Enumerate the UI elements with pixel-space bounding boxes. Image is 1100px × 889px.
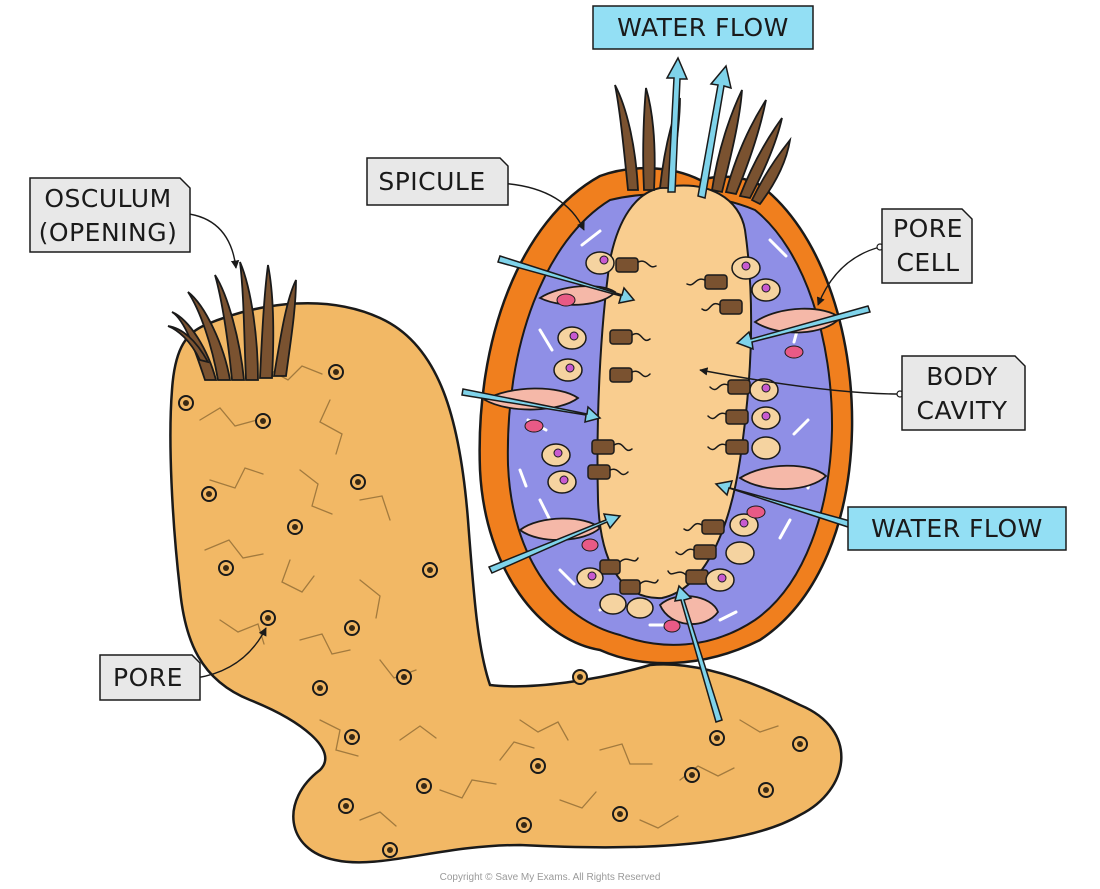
body-cavity-leader [699, 367, 901, 395]
water-flow-in-arrow-5 [714, 480, 851, 528]
water-flow-in-arrow-6 [673, 584, 723, 723]
pore-cell-text-line1: PORE [893, 214, 963, 243]
pore-cells [483, 285, 842, 625]
pore-text: PORE [113, 663, 183, 692]
pore-cell-text-line2: CELL [896, 248, 959, 277]
label-pore: PORE [99, 654, 201, 701]
water-flow-top-text: WATER FLOW [617, 13, 789, 42]
pore-leader [195, 627, 267, 679]
body-pores [178, 364, 808, 858]
label-water-flow-right: WATER FLOW [847, 506, 1067, 551]
label-osculum: OSCULUM (OPENING) [29, 177, 191, 253]
label-pore-cell: PORE CELL [881, 208, 973, 284]
body-cavity-text-line1: BODY [926, 362, 998, 391]
osculum-filaments [167, 261, 297, 381]
sponge-body [169, 301, 843, 864]
collar-cells [541, 251, 781, 619]
osculum-text-line2: (OPENING) [39, 218, 178, 247]
water-flow-up-arrow-right [697, 64, 733, 199]
label-water-flow-top: WATER FLOW [592, 5, 814, 50]
pore-cell-leader [816, 246, 881, 306]
water-flow-in-arrow-2 [461, 388, 602, 424]
water-flow-in-arrow-4 [735, 305, 871, 351]
body-cavity-text-line2: CAVITY [917, 396, 1008, 425]
osculum-text-line1: OSCULUM [44, 184, 171, 213]
spicule-text: SPICULE [378, 167, 485, 196]
spicule-leader [497, 182, 585, 231]
cross-section-filaments [614, 84, 792, 206]
water-flow-right-text: WATER FLOW [871, 514, 1043, 543]
copyright-text: Copyright © Save My Exams. All Rights Re… [440, 872, 661, 883]
water-flow-arrows [461, 56, 871, 723]
water-flow-in-arrow-3 [487, 513, 622, 574]
cross-section [478, 84, 854, 665]
label-body-cavity: BODY CAVITY [901, 355, 1026, 431]
water-flow-in-arrow-1 [497, 255, 636, 304]
label-spicule: SPICULE [366, 157, 509, 206]
water-flow-up-arrow-left [665, 56, 689, 193]
